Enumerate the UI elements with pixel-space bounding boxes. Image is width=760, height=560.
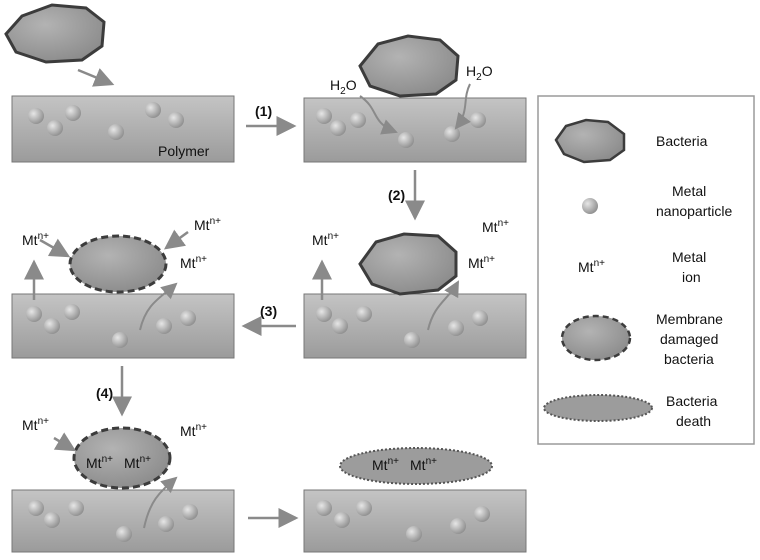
- legend-bacteria-icon: [554, 118, 626, 164]
- polymer-slab-3: [303, 293, 527, 359]
- ion-label: Mtn+: [482, 218, 509, 235]
- step-2-label: (2): [388, 187, 405, 203]
- ion-release-arrow-4: [139, 282, 178, 331]
- legend: Bacteria Metal nanoparticle Mtn+ Metal i…: [537, 95, 755, 445]
- legend-death-label-1: Bacteria: [666, 393, 718, 409]
- ion-attack-arrow-2: [163, 229, 189, 250]
- ion-attack-arrow-1: [39, 238, 71, 258]
- ion-attack-arrow-3: [53, 432, 77, 452]
- polymer-slab-2: [303, 97, 527, 163]
- legend-damaged-label-3: bacteria: [664, 351, 714, 367]
- water-path-left: [359, 95, 398, 135]
- water-label-right: H2O: [466, 63, 493, 83]
- bacterium-incoming: [4, 3, 106, 64]
- ion-label: Mtn+: [180, 254, 207, 271]
- ion-label: Mtn+: [410, 456, 437, 473]
- bacterium-dead: [339, 447, 493, 485]
- legend-ion-label-2: ion: [682, 269, 701, 285]
- legend-damaged-icon: [560, 314, 632, 362]
- water-label-left: H2O: [330, 77, 357, 97]
- legend-ion-label-1: Metal: [672, 249, 706, 265]
- legend-nanoparticle-label-1: Metal: [672, 183, 706, 199]
- polymer-slab-6: [303, 489, 527, 553]
- ion-release-arrow-5: [143, 476, 178, 529]
- step-1-label: (1): [255, 103, 272, 119]
- polymer-slab-5: [11, 489, 235, 553]
- approach-arrow: [77, 68, 115, 87]
- polymer-slab-4: [11, 293, 235, 359]
- legend-nanoparticle-label-2: nanoparticle: [656, 203, 732, 219]
- bacterium-adhered: [358, 34, 460, 98]
- ion-label: Mtn+: [372, 456, 399, 473]
- legend-nanoparticle-icon: [582, 198, 598, 214]
- water-path-right: [454, 83, 471, 130]
- ion-label: Mtn+: [312, 231, 339, 248]
- bacterium-ion-loaded: [72, 426, 172, 490]
- polymer-label: Polymer: [158, 143, 210, 159]
- bacterium-damaged: [68, 234, 168, 294]
- ion-label: Mtn+: [194, 216, 221, 233]
- legend-damaged-label-2: damaged: [660, 331, 718, 347]
- polymer-slab-1: Polymer: [11, 95, 235, 163]
- ion-release-arrow-2: [427, 280, 459, 331]
- ion-label: Mtn+: [180, 422, 207, 439]
- legend-death-icon: [543, 394, 653, 422]
- bacterium-intact: [358, 232, 458, 296]
- ion-label: Mtn+: [86, 454, 113, 471]
- legend-ion-icon: Mtn+: [578, 258, 605, 275]
- legend-damaged-label-1: Membrane: [656, 311, 723, 327]
- ion-label: Mtn+: [468, 254, 495, 271]
- legend-death-label-2: death: [676, 413, 711, 429]
- ion-label: Mtn+: [22, 231, 49, 248]
- ion-label: Mtn+: [22, 416, 49, 433]
- legend-bacteria-label: Bacteria: [656, 133, 708, 149]
- step-3-label: (3): [260, 303, 277, 319]
- step-4-label: (4): [96, 385, 113, 401]
- ion-label: Mtn+: [124, 454, 151, 471]
